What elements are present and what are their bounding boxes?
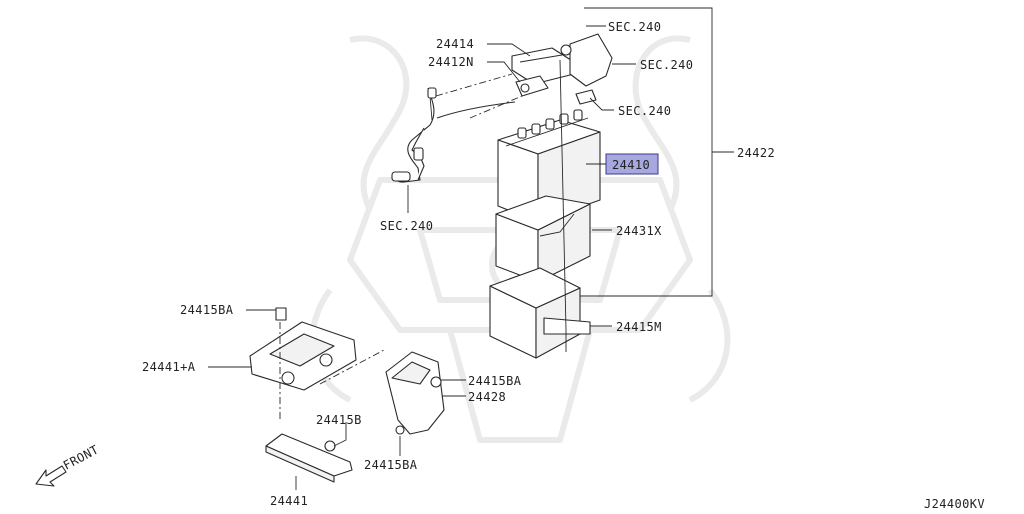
battery-clamp-bracket (435, 47, 575, 119)
battery-tray (489, 59, 591, 359)
label-24422: 24422 (737, 146, 775, 160)
label-24415BA-top: 24415BA (180, 303, 234, 317)
highlight-24410 (605, 153, 659, 175)
leader-lines (208, 7, 734, 490)
upper-bracket-right (560, 33, 613, 105)
label-24415BA-mid: 24415BA (468, 374, 522, 388)
label-24415M: 24415M (616, 320, 662, 334)
label-sec240-mid: SEC.240 (618, 104, 671, 118)
label-24415BA-lower: 24415BA (364, 458, 418, 472)
battery-support-bracket (249, 307, 385, 420)
diagram-code: J24400KV (924, 497, 985, 510)
battery-cable (391, 87, 516, 213)
label-24412N: 24412N (428, 55, 474, 69)
label-sec240-right: SEC.240 (640, 58, 693, 72)
mounting-bracket (385, 351, 445, 435)
label-24441: 24441 (270, 494, 308, 508)
front-label: FRONT (61, 442, 101, 472)
label-24441A: 24441+A (142, 360, 196, 374)
label-24415B: 24415B (316, 413, 362, 427)
label-sec240-top: SEC.240 (608, 20, 661, 34)
label-24414: 24414 (436, 37, 474, 51)
label-24428: 24428 (468, 390, 506, 404)
front-arrow-icon (35, 465, 67, 487)
label-24431X: 24431X (616, 224, 662, 238)
label-sec240-lower: SEC.240 (380, 219, 433, 233)
label-24410: 24410 (612, 158, 650, 172)
lower-support-plate (265, 433, 353, 483)
